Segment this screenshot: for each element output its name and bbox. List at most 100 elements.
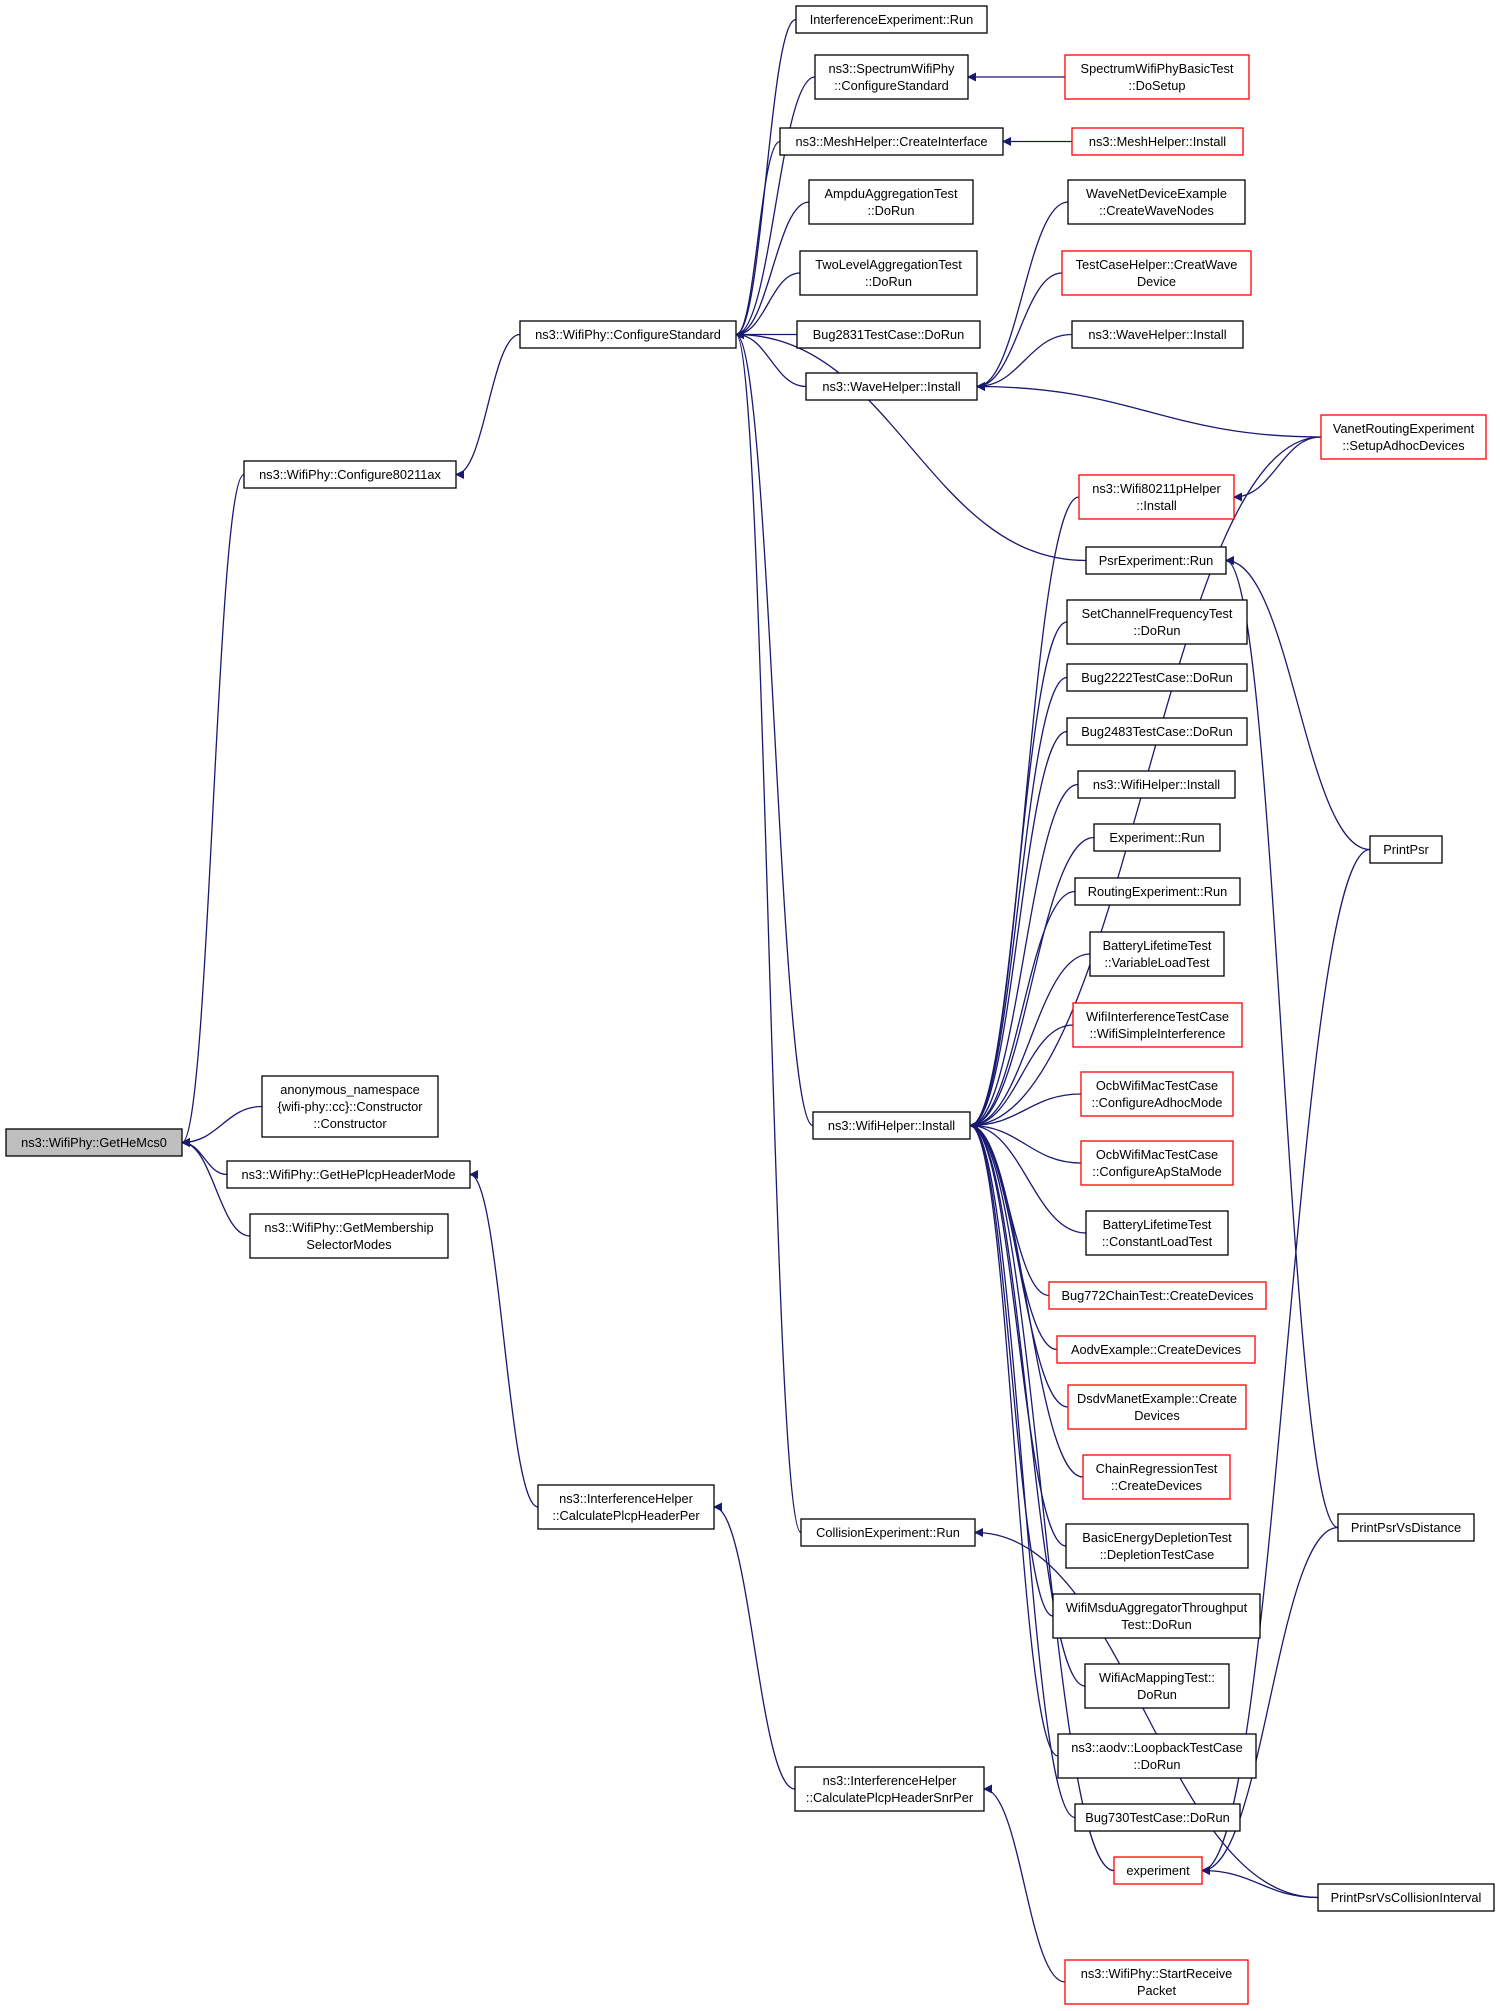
node-aodv-loopback[interactable]: ns3::aodv::LoopbackTestCase::DoRun xyxy=(1057,1733,1257,1779)
node-label: TestCaseHelper::CreatWave xyxy=(1076,257,1238,272)
node-set-channel[interactable]: SetChannelFrequencyTest::DoRun xyxy=(1066,599,1248,645)
node-label: AmpduAggregationTest xyxy=(824,186,957,201)
node-box xyxy=(1074,877,1241,906)
node-battery-const[interactable]: BatteryLifetimeTest::ConstantLoadTest xyxy=(1085,1210,1229,1256)
node-psr-run[interactable]: PsrExperiment::Run xyxy=(1085,546,1227,575)
node-aodv-example[interactable]: AodvExample::CreateDevices xyxy=(1056,1335,1256,1364)
node-box xyxy=(1089,931,1225,977)
edge-cfg80211ax-to-root xyxy=(181,473,245,1147)
node-wifi-install[interactable]: ns3::WifiHelper::Install xyxy=(812,1111,971,1140)
node-label: ns3::WifiPhy::ConfigureStandard xyxy=(535,327,721,342)
edge-print-psr-to-psr-run xyxy=(1225,556,1371,851)
edge-routing-run-to-wifi-install xyxy=(969,890,1076,1130)
node-mesh-install[interactable]: ns3::MeshHelper::Install xyxy=(1071,127,1244,156)
node-print-psr[interactable]: PrintPsr xyxy=(1369,835,1443,864)
node-wave-install2[interactable]: ns3::WaveHelper::Install xyxy=(1071,320,1244,349)
node-print-psr-dist[interactable]: PrintPsrVsDistance xyxy=(1337,1513,1475,1542)
nodes-layer: ns3::WifiPhy::GetHeMcs0 ns3::WifiPhy::Con… xyxy=(5,5,1495,2005)
node-battery-var[interactable]: BatteryLifetimeTest::VariableLoadTest xyxy=(1089,931,1225,977)
node-box xyxy=(814,54,969,100)
node-label: Experiment::Run xyxy=(1109,830,1204,845)
edge-chain-reg-to-wifi-install xyxy=(969,1121,1084,1478)
node-anon[interactable]: anonymous_namespace{wifi-phy::cc}::Const… xyxy=(261,1075,439,1138)
node-root[interactable]: ns3::WifiPhy::GetHeMcs0 xyxy=(5,1128,183,1157)
node-box xyxy=(5,1128,183,1157)
node-bug2222[interactable]: Bug2222TestCase::DoRun xyxy=(1066,663,1248,692)
node-basic-energy[interactable]: BasicEnergyDepletionTest::DepletionTestC… xyxy=(1065,1523,1249,1569)
node-box xyxy=(1085,1210,1229,1256)
node-label: Packet xyxy=(1137,1983,1177,1998)
node-label: ::Install xyxy=(1136,498,1177,513)
node-wifi-install2[interactable]: ns3::WifiHelper::Install xyxy=(1077,770,1236,799)
node-vanet[interactable]: VanetRoutingExperiment::SetupAdhocDevice… xyxy=(1320,414,1487,460)
node-label: ::CalculatePlcpHeaderPer xyxy=(552,1508,700,1523)
node-bug772[interactable]: Bug772ChainTest::CreateDevices xyxy=(1048,1281,1267,1310)
node-chain-reg[interactable]: ChainRegressionTest::CreateDevices xyxy=(1082,1454,1231,1500)
node-box xyxy=(537,1484,715,1530)
node-wave-install[interactable]: ns3::WaveHelper::Install xyxy=(805,372,978,401)
edge-wifi-install2-to-wifi-install xyxy=(969,783,1079,1130)
edge-calc-snr-to-calc-per xyxy=(713,1502,796,1790)
edge-ac-mapping-to-wifi-install xyxy=(969,1121,1086,1687)
node-ac-mapping[interactable]: WifiAcMappingTest::DoRun xyxy=(1084,1663,1230,1709)
node-box xyxy=(1064,54,1250,100)
node-print-psr-coll[interactable]: PrintPsrVsCollisionInterval xyxy=(1317,1883,1495,1912)
edge-wave-install2-to-wave-install xyxy=(976,333,1073,391)
node-label: Bug2222TestCase::DoRun xyxy=(1081,670,1233,685)
node-label: PrintPsrVsDistance xyxy=(1351,1520,1461,1535)
node-get-he-plcp[interactable]: ns3::WifiPhy::GetHePlcpHeaderMode xyxy=(226,1160,471,1189)
edge-get-membership-to-root xyxy=(181,1138,251,1237)
edge-set-channel-to-wifi-install xyxy=(969,621,1068,1130)
node-box xyxy=(1066,599,1248,645)
node-label: ns3::WaveHelper::Install xyxy=(1088,327,1226,342)
node-cfg80211ax[interactable]: ns3::WifiPhy::Configure80211ax xyxy=(243,460,457,489)
node-label: VanetRoutingExperiment xyxy=(1333,421,1475,436)
node-label: ::DoRun xyxy=(1134,1757,1181,1772)
node-bug730[interactable]: Bug730TestCase::DoRun xyxy=(1074,1803,1241,1832)
node-ampdu[interactable]: AmpduAggregationTest::DoRun xyxy=(808,179,974,225)
node-dsdv[interactable]: DsdvManetExample::CreateDevices xyxy=(1067,1384,1247,1430)
node-wifi-interf[interactable]: WifiInterferenceTestCase::WifiSimpleInte… xyxy=(1072,1002,1243,1048)
node-spec-basic[interactable]: SpectrumWifiPhyBasicTest::DoSetup xyxy=(1064,54,1250,100)
node-ocb-ap-sta[interactable]: OcbWifiMacTestCase::ConfigureApStaMode xyxy=(1080,1140,1234,1186)
node-cfg-std[interactable]: ns3::WifiPhy::ConfigureStandard xyxy=(519,320,737,349)
edge-dsdv-to-wifi-install xyxy=(969,1121,1069,1408)
node-bug2483[interactable]: Bug2483TestCase::DoRun xyxy=(1066,717,1248,746)
node-box xyxy=(1067,1384,1247,1430)
node-box xyxy=(1317,1883,1495,1912)
node-routing-run[interactable]: RoutingExperiment::Run xyxy=(1074,877,1241,906)
edge-bug2222-to-wifi-install xyxy=(969,676,1068,1130)
node-calc-snr[interactable]: ns3::InterferenceHelper::CalculatePlcpHe… xyxy=(794,1766,985,1812)
node-wifi80211p[interactable]: ns3::Wifi80211pHelper::Install xyxy=(1078,474,1235,520)
node-experiment[interactable]: experiment xyxy=(1113,1856,1203,1885)
node-box xyxy=(1080,1071,1234,1117)
node-bug2831[interactable]: Bug2831TestCase::DoRun xyxy=(796,320,981,349)
node-label: ::ConfigureStandard xyxy=(834,78,949,93)
node-label: ::Constructor xyxy=(313,1116,387,1131)
node-two-level[interactable]: TwoLevelAggregationTest::DoRun xyxy=(799,250,978,296)
node-box xyxy=(243,460,457,489)
node-label: OcbWifiMacTestCase xyxy=(1096,1147,1218,1162)
node-calc-per[interactable]: ns3::InterferenceHelper::CalculatePlcpHe… xyxy=(537,1484,715,1530)
node-mesh-create[interactable]: ns3::MeshHelper::CreateInterface xyxy=(779,127,1004,156)
node-box xyxy=(1057,1733,1257,1779)
node-spec-cfg[interactable]: ns3::SpectrumWifiPhy::ConfigureStandard xyxy=(814,54,969,100)
node-exp-run[interactable]: Experiment::Run xyxy=(1093,823,1221,852)
node-box xyxy=(1064,1959,1249,2005)
node-ocb-adhoc[interactable]: OcbWifiMacTestCase::ConfigureAdhocMode xyxy=(1080,1071,1234,1117)
edge-spec-cfg-to-cfg-std xyxy=(735,76,816,339)
node-box xyxy=(808,179,974,225)
node-label: SpectrumWifiPhyBasicTest xyxy=(1081,61,1234,76)
node-box xyxy=(1061,250,1252,296)
edge-wifi-install-to-cfg-std xyxy=(735,330,814,1127)
node-interf-run[interactable]: InterferenceExperiment::Run xyxy=(795,5,988,34)
node-wave-net[interactable]: WaveNetDeviceExample::CreateWaveNodes xyxy=(1067,179,1246,225)
node-collision-run[interactable]: CollisionExperiment::Run xyxy=(800,1518,976,1547)
node-label: Test::DoRun xyxy=(1121,1617,1191,1632)
node-label: ns3::WifiPhy::Configure80211ax xyxy=(259,467,441,482)
